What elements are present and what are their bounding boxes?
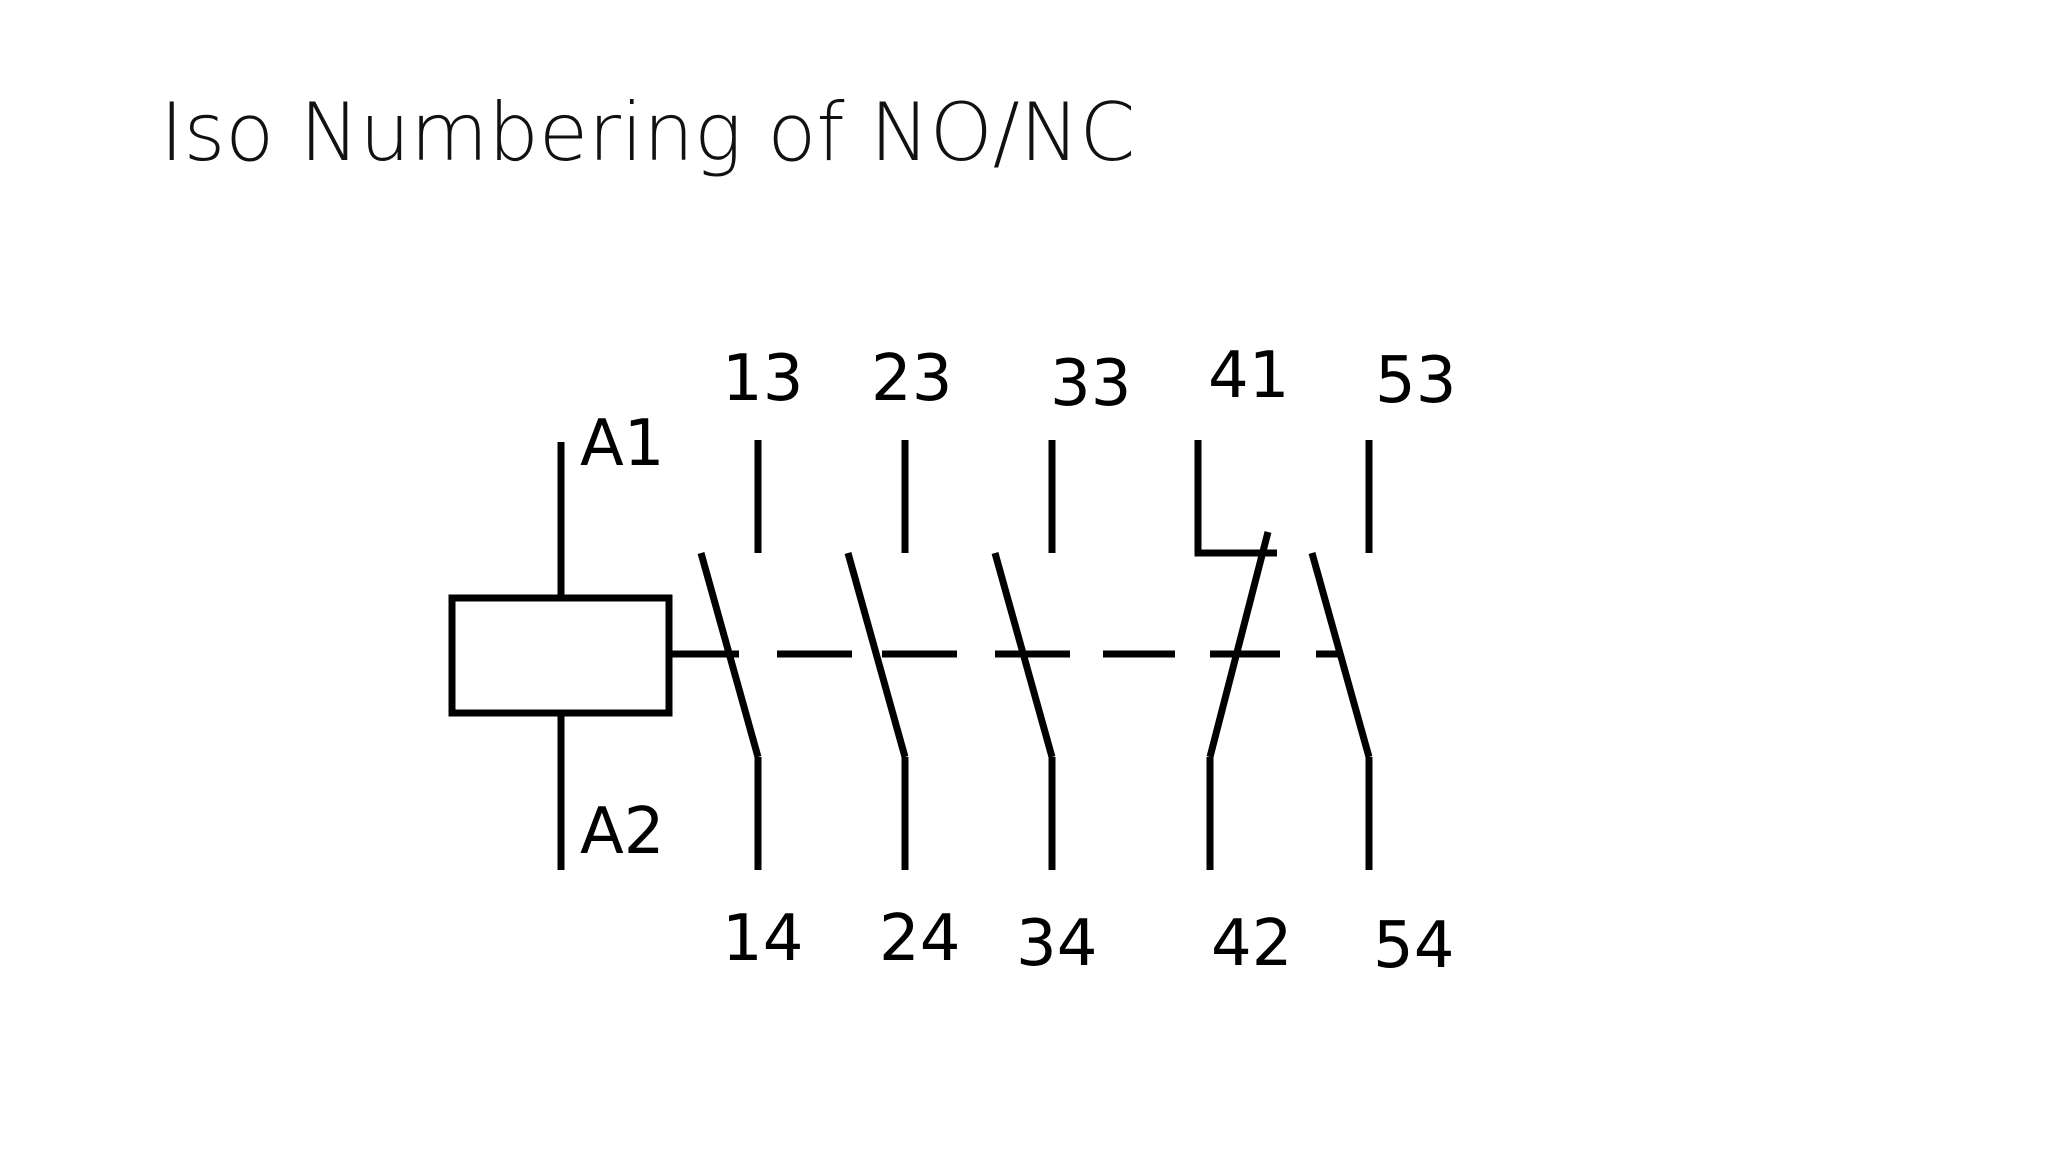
coil-label-a1: A1 — [580, 407, 665, 481]
coil-box — [448, 594, 673, 717]
contact-nc-4: 41 42 — [1194, 339, 1292, 981]
terminal-label-top: 13 — [722, 342, 803, 416]
coil-label-a2: A2 — [580, 795, 665, 869]
terminal-label-top: 41 — [1208, 339, 1289, 413]
contact-blade — [991, 552, 1056, 758]
terminal-label-top: 33 — [1050, 347, 1131, 421]
contact-blade — [1308, 552, 1373, 758]
contact-no-2: 23 24 — [844, 342, 960, 976]
contact-no-3: 33 34 — [991, 347, 1131, 981]
contact-blade — [1206, 531, 1272, 758]
contact-no-5: 53 54 — [1308, 344, 1456, 983]
terminal-label-top: 23 — [871, 342, 952, 416]
terminal-label-bottom: 54 — [1373, 909, 1454, 983]
terminal-label-bottom: 24 — [879, 902, 960, 976]
contact-fixed-top-hook — [1194, 440, 1277, 557]
contact-blade — [844, 552, 909, 758]
contact-no-1: 13 14 — [697, 342, 803, 976]
terminal-label-bottom: 42 — [1211, 907, 1292, 981]
slide-title: Iso Numbering of NO/NC — [160, 86, 1136, 179]
terminal-label-top: 53 — [1375, 344, 1456, 418]
terminal-label-bottom: 34 — [1016, 907, 1097, 981]
contact-blade — [697, 552, 762, 758]
terminal-label-bottom: 14 — [722, 902, 803, 976]
relay-coil: A1 A2 — [448, 407, 673, 870]
